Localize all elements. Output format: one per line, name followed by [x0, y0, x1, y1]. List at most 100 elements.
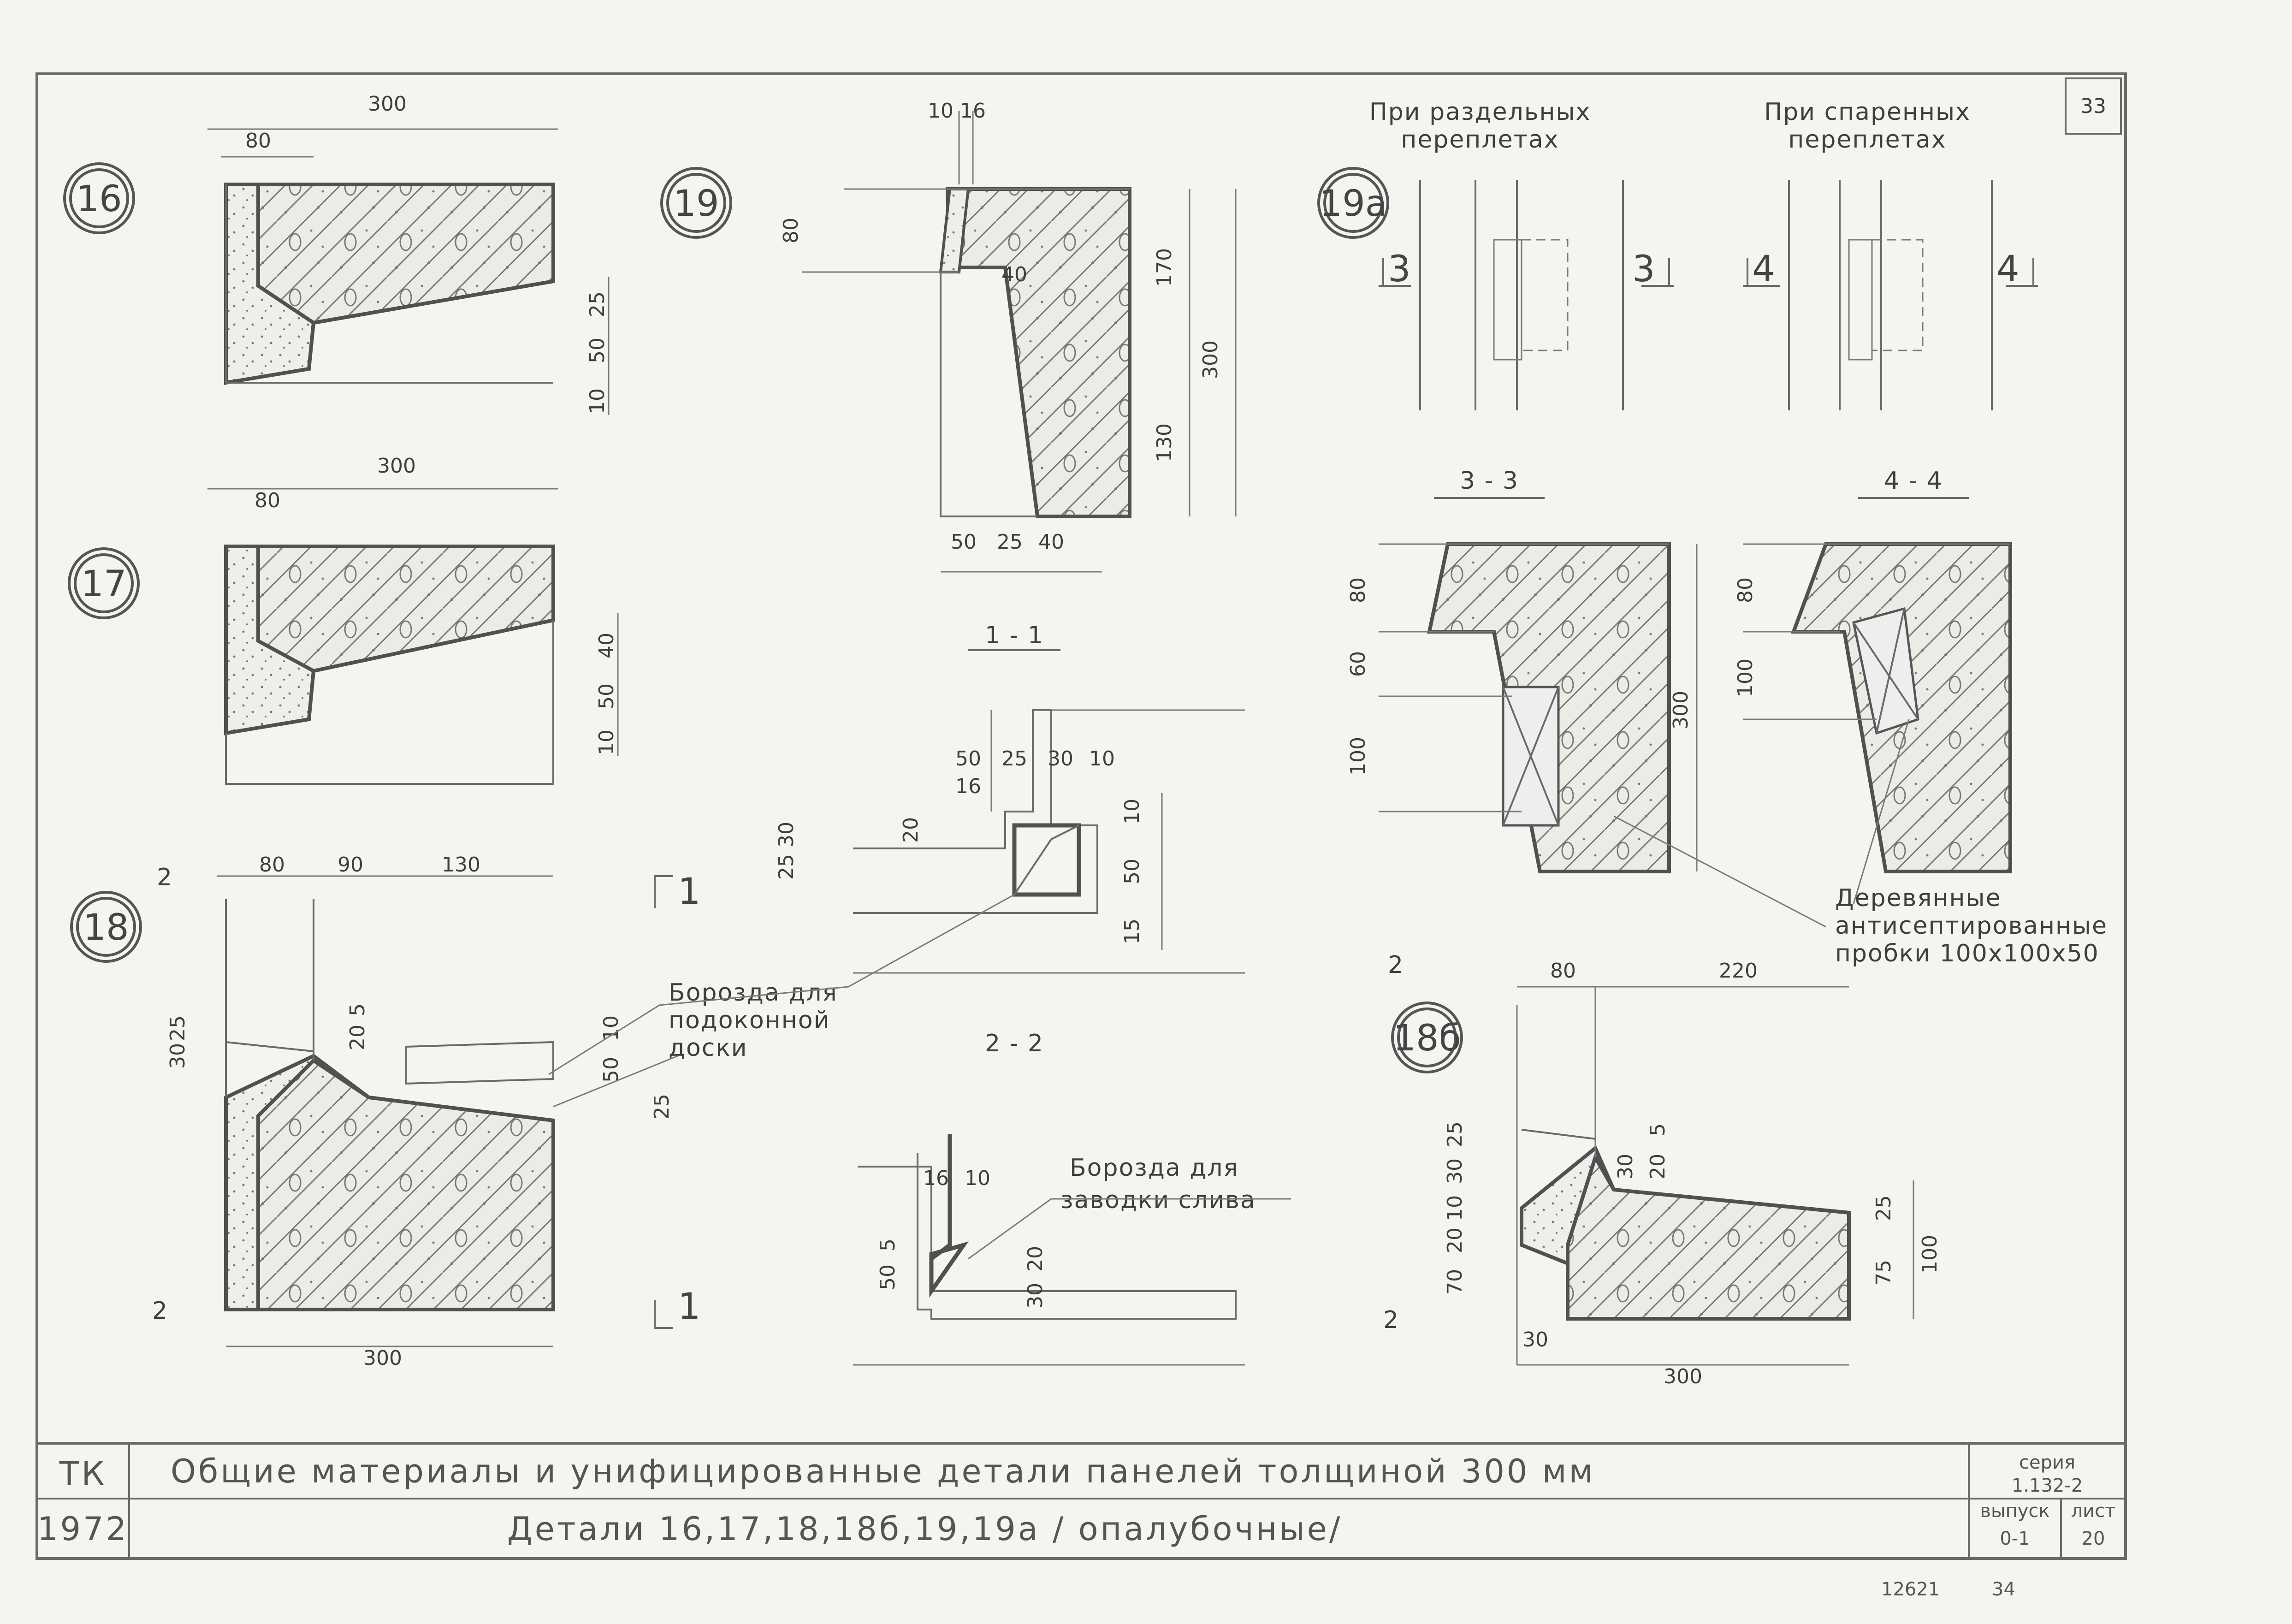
svg-text:30: 30: [1024, 1283, 1047, 1309]
svg-text:пробки 100x100x50: пробки 100x100x50: [1835, 940, 2099, 967]
svg-text:25: 25: [650, 1094, 674, 1120]
svg-text:25: 25: [775, 854, 798, 880]
svg-text:50: 50: [586, 338, 609, 363]
svg-text:серия: серия: [2019, 1452, 2075, 1473]
svg-text:50: 50: [951, 530, 977, 554]
svg-text:При раздельных: При раздельных: [1369, 98, 1591, 126]
svg-text:20: 20: [2082, 1528, 2105, 1549]
svg-text:80: 80: [1346, 577, 1370, 603]
svg-text:16: 16: [960, 99, 986, 123]
svg-text:80: 80: [1734, 577, 1757, 603]
year-label: 1972: [37, 1510, 129, 1548]
svg-text:300: 300: [368, 92, 407, 116]
svg-text:80: 80: [259, 853, 285, 877]
detail-19a: 19a При раздельных переплетах При спарен…: [1317, 98, 2038, 410]
svg-text:1: 1: [678, 1286, 701, 1328]
section-1-1-label: 1 - 1: [985, 622, 1044, 649]
svg-text:20: 20: [1646, 1154, 1670, 1179]
svg-text:50: 50: [955, 747, 981, 771]
svg-text:130: 130: [1153, 423, 1176, 462]
svg-text:3 - 3: 3 - 3: [1460, 467, 1519, 495]
svg-text:30: 30: [1614, 1154, 1637, 1179]
detail-18: 18 80 90 130 300 30 25 20 5 10 50 25 2 2…: [70, 853, 701, 1370]
svg-text:3: 3: [1388, 249, 1411, 290]
svg-text:34: 34: [1992, 1579, 2015, 1600]
svg-text:10: 10: [595, 729, 618, 755]
svg-text:лист: лист: [2071, 1500, 2116, 1522]
svg-text:60: 60: [1346, 651, 1370, 677]
svg-text:20: 20: [1024, 1246, 1047, 1272]
svg-text:1.132-2: 1.132-2: [2012, 1475, 2083, 1496]
svg-text:130: 130: [442, 853, 480, 877]
detail-19a-number: 19a: [1319, 183, 1387, 225]
detail-19-number: 19: [673, 183, 719, 225]
svg-text:антисептированные: антисептированные: [1835, 912, 2108, 940]
svg-text:2: 2: [152, 1297, 168, 1325]
page-number: 33: [2080, 95, 2106, 118]
svg-text:1: 1: [678, 871, 701, 913]
svg-text:Борозда для: Борозда для: [1070, 1154, 1239, 1182]
section-2-2: 16 50 25 30 10 20 25 30 50 10 15 2 - 2 Б…: [548, 709, 1245, 1108]
svg-text:80: 80: [255, 489, 280, 512]
svg-text:При спаренных: При спаренных: [1764, 98, 1971, 126]
svg-text:300: 300: [1669, 691, 1693, 729]
svg-text:16: 16: [955, 775, 981, 798]
section-3-3: 3 - 3 80 60 100 300: [1346, 467, 1698, 873]
svg-text:50: 50: [876, 1264, 900, 1290]
svg-text:40: 40: [1001, 263, 1027, 286]
svg-text:100: 100: [1734, 658, 1757, 697]
svg-text:0-1: 0-1: [2000, 1528, 2030, 1549]
tk-label: ТК: [59, 1455, 107, 1493]
svg-text:50: 50: [1120, 859, 1144, 884]
svg-text:Деревянные: Деревянные: [1835, 884, 2002, 912]
svg-text:100: 100: [1918, 1235, 1942, 1274]
svg-text:переплетах: переплетах: [1788, 126, 1946, 154]
svg-text:10: 10: [1089, 747, 1115, 771]
svg-text:80: 80: [779, 218, 803, 243]
detail-18b-number: 18б: [1393, 1018, 1461, 1059]
svg-text:300: 300: [377, 454, 416, 478]
svg-text:2: 2: [1388, 951, 1404, 979]
detail-19: 19 10 16 80 40 170 300 130 50 25 40 1 - …: [660, 99, 1237, 651]
svg-text:220: 220: [1719, 959, 1758, 983]
svg-text:5: 5: [346, 1003, 369, 1016]
svg-text:90: 90: [338, 853, 363, 877]
svg-text:30: 30: [1522, 1328, 1548, 1351]
inventory-stamp: 12621: [1881, 1579, 1940, 1600]
svg-text:25: 25: [1443, 1121, 1467, 1147]
svg-text:80: 80: [1550, 959, 1576, 983]
subtitle: Детали 16,17,18,18б,19,19а / опалубочные…: [507, 1510, 1342, 1548]
svg-text:3: 3: [1632, 249, 1655, 290]
svg-text:30: 30: [1443, 1158, 1467, 1184]
svg-text:25: 25: [586, 291, 609, 317]
svg-text:2: 2: [157, 864, 173, 891]
svg-text:10: 10: [1443, 1195, 1467, 1221]
svg-text:50: 50: [595, 683, 618, 709]
svg-text:10: 10: [586, 388, 609, 414]
svg-text:300: 300: [1664, 1365, 1702, 1388]
svg-text:2: 2: [1383, 1306, 1399, 1334]
drip-groove-detail: 16 10 50 5 30 20 Борозда для заводки сли…: [853, 1134, 1291, 1366]
svg-text:70: 70: [1443, 1269, 1467, 1295]
svg-text:300: 300: [363, 1346, 402, 1370]
svg-text:4 - 4: 4 - 4: [1884, 467, 1943, 495]
svg-text:16: 16: [923, 1167, 949, 1190]
svg-text:50: 50: [599, 1057, 623, 1083]
main-title: Общие материалы и унифицированные детали…: [171, 1452, 1595, 1490]
svg-text:10: 10: [928, 99, 954, 123]
svg-text:10: 10: [599, 1015, 623, 1041]
svg-text:10: 10: [1120, 799, 1144, 824]
svg-text:5: 5: [1646, 1123, 1670, 1136]
svg-text:переплетах: переплетах: [1401, 126, 1559, 154]
section-2-2-label: 2 - 2: [985, 1030, 1044, 1057]
svg-text:80: 80: [245, 129, 271, 153]
svg-text:заводки слива: заводки слива: [1060, 1186, 1256, 1214]
svg-text:25: 25: [166, 1015, 190, 1041]
title-block: ТК 1972 Общие материалы и унифицированны…: [37, 77, 2126, 1600]
svg-text:40: 40: [1038, 530, 1064, 554]
svg-text:25: 25: [1001, 747, 1027, 771]
svg-text:доски: доски: [669, 1034, 748, 1062]
section-4-4: 4 - 4 80 100 Деревянные антисептированны…: [1613, 467, 2108, 967]
svg-text:выпуск: выпуск: [1980, 1500, 2049, 1522]
